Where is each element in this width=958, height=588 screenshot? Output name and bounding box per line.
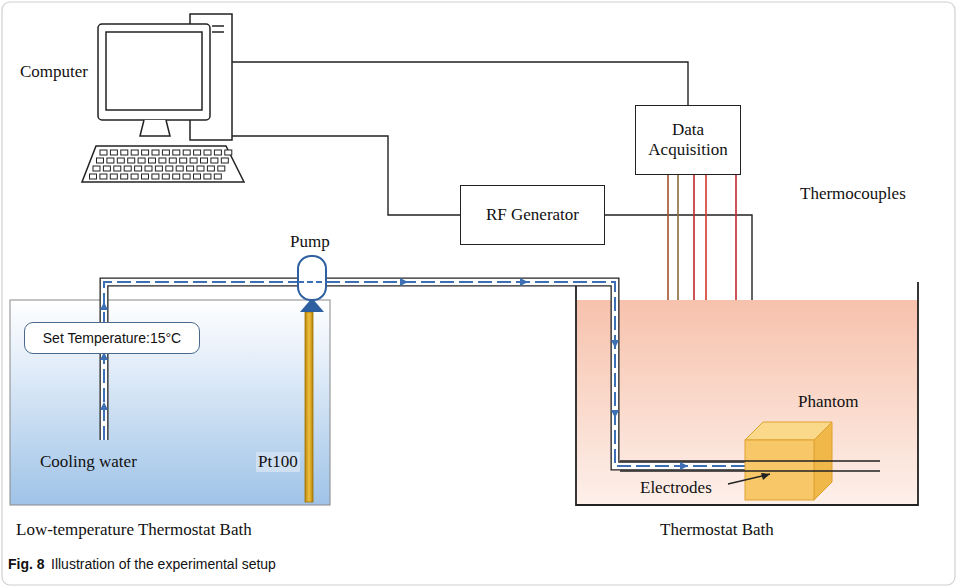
- keyboard-key: [121, 174, 128, 179]
- keyboard-key: [138, 158, 145, 163]
- device-label: Pt100: [256, 452, 300, 472]
- keyboard-key: [135, 166, 142, 171]
- keyboard-key: [114, 166, 121, 171]
- region-label: Cooling water: [40, 452, 137, 472]
- keyboard-key: [183, 174, 190, 179]
- keyboard-key: [107, 158, 114, 163]
- keyboard-key: [93, 166, 100, 171]
- keyboard-key: [142, 174, 149, 179]
- keyboard-key: [110, 150, 117, 155]
- keyboard-key: [211, 158, 218, 163]
- generator-box: RF Generator: [460, 185, 605, 245]
- pump-symbol: [298, 256, 326, 312]
- computer-icon: [82, 14, 244, 182]
- keyboard-key: [197, 166, 204, 171]
- keyboard-key: [225, 150, 232, 155]
- box-text: RF Generator: [486, 205, 579, 225]
- signal-wire: [232, 62, 688, 105]
- keyboard-key: [169, 158, 176, 163]
- bath-label: Thermostat Bath: [660, 520, 774, 540]
- keyboard-key: [149, 158, 156, 163]
- keyboard-key: [124, 166, 131, 171]
- setpoint-box: Set Temperature:15°C: [24, 322, 200, 354]
- keyboard-key: [173, 150, 180, 155]
- flow-arrows: [100, 278, 688, 470]
- keyboard-key: [152, 174, 159, 179]
- keyboard-key: [214, 174, 221, 179]
- signal-wire: [232, 136, 460, 215]
- pt100-probe: [305, 312, 313, 502]
- cooling-pipe: [104, 282, 745, 466]
- warm-liquid: [576, 300, 918, 505]
- keyboard-key: [190, 158, 197, 163]
- keyboard-key: [207, 166, 214, 171]
- keyboard-key: [142, 150, 149, 155]
- keyboard-key: [159, 158, 166, 163]
- keyboard-key: [131, 174, 138, 179]
- bath-label: Low-temperature Thermostat Bath: [16, 520, 252, 540]
- keyboard-key: [194, 174, 201, 179]
- keyboard-key: [100, 174, 107, 179]
- keyboard-key: [152, 150, 159, 155]
- keyboard-key: [90, 174, 97, 179]
- device-label: Phantom: [798, 392, 858, 412]
- keyboard-key: [173, 174, 180, 179]
- box-text: Set Temperature:15°C: [43, 330, 181, 346]
- keyboard-key: [97, 158, 104, 163]
- acquisition-box: Data Acquisition: [635, 105, 741, 175]
- cold-bath: [10, 300, 330, 505]
- keyboard-key: [218, 166, 225, 171]
- keyboard-key: [103, 166, 110, 171]
- keyboard-key: [204, 150, 211, 155]
- keyboard-key: [166, 166, 173, 171]
- device-label: Computer: [20, 62, 88, 82]
- keyboard-key: [221, 158, 228, 163]
- figure-number: Fig. 8: [8, 556, 45, 572]
- device-label: Thermocouples: [800, 184, 906, 204]
- keyboard-key: [128, 158, 135, 163]
- keyboard-key: [162, 150, 169, 155]
- leader-line: [728, 474, 770, 484]
- keyboard-key: [180, 158, 187, 163]
- keyboard-key: [201, 158, 208, 163]
- keyboard-key: [117, 158, 124, 163]
- electrode-pair: [620, 461, 880, 471]
- keyboard-key: [214, 150, 221, 155]
- figure-caption: Illustration of the experimental setup: [51, 556, 276, 572]
- keyboard-key: [121, 150, 128, 155]
- keyboard-key: [155, 166, 162, 171]
- keyboard-key: [204, 174, 211, 179]
- keyboard-key: [162, 174, 169, 179]
- keyboard-key: [187, 166, 194, 171]
- keyboard-key: [131, 150, 138, 155]
- device-label: Electrodes: [640, 478, 712, 498]
- keyboard-key: [110, 174, 117, 179]
- keyboard-key: [145, 166, 152, 171]
- keyboard-key: [194, 150, 201, 155]
- device-label: Pump: [290, 232, 330, 252]
- leader-arrowhead: [761, 473, 770, 480]
- keyboard-key: [183, 150, 190, 155]
- keyboard-key: [100, 150, 107, 155]
- box-text: Data Acquisition: [643, 120, 733, 160]
- thermostat-bath: [576, 282, 918, 505]
- keyboard-key: [176, 166, 183, 171]
